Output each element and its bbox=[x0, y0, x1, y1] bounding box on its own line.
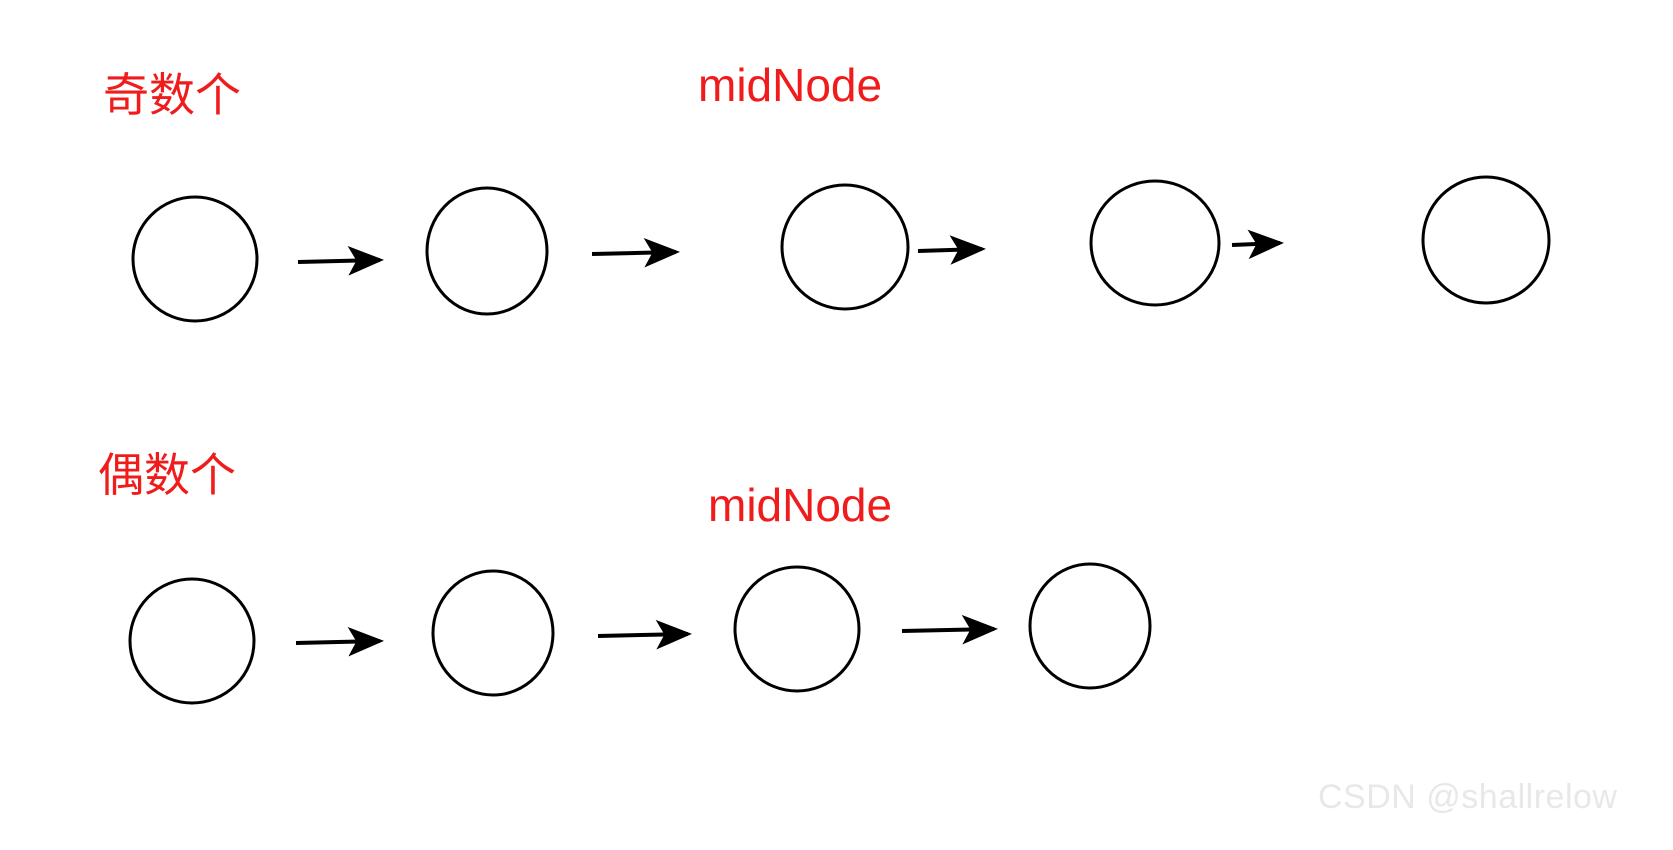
link-arrow bbox=[901, 614, 998, 645]
midnode-label-odd-row: midNode bbox=[698, 59, 883, 111]
midnode-label-even-row: midNode bbox=[708, 479, 893, 531]
node-circle-midnode bbox=[780, 183, 910, 311]
odd-count-label: 奇数个 bbox=[103, 68, 241, 122]
even-count-label: 偶数个 bbox=[98, 448, 236, 502]
link-arrow bbox=[917, 235, 986, 265]
link-arrow bbox=[1231, 229, 1284, 260]
node-circle-midnode bbox=[733, 565, 861, 693]
node-circle bbox=[431, 569, 555, 697]
odd-row-group bbox=[131, 175, 1551, 323]
even-row-group bbox=[128, 562, 1152, 705]
link-arrow bbox=[297, 245, 384, 276]
node-circle bbox=[1089, 179, 1221, 307]
node-circle bbox=[1421, 175, 1551, 305]
link-arrow bbox=[591, 237, 680, 268]
node-circle bbox=[131, 195, 259, 323]
node-circle bbox=[128, 577, 256, 705]
node-circle bbox=[425, 186, 549, 316]
node-circle bbox=[1028, 562, 1152, 690]
link-arrow bbox=[295, 626, 384, 657]
link-arrow bbox=[597, 619, 692, 650]
csdn-watermark: CSDN @shallrelow bbox=[1318, 778, 1618, 816]
